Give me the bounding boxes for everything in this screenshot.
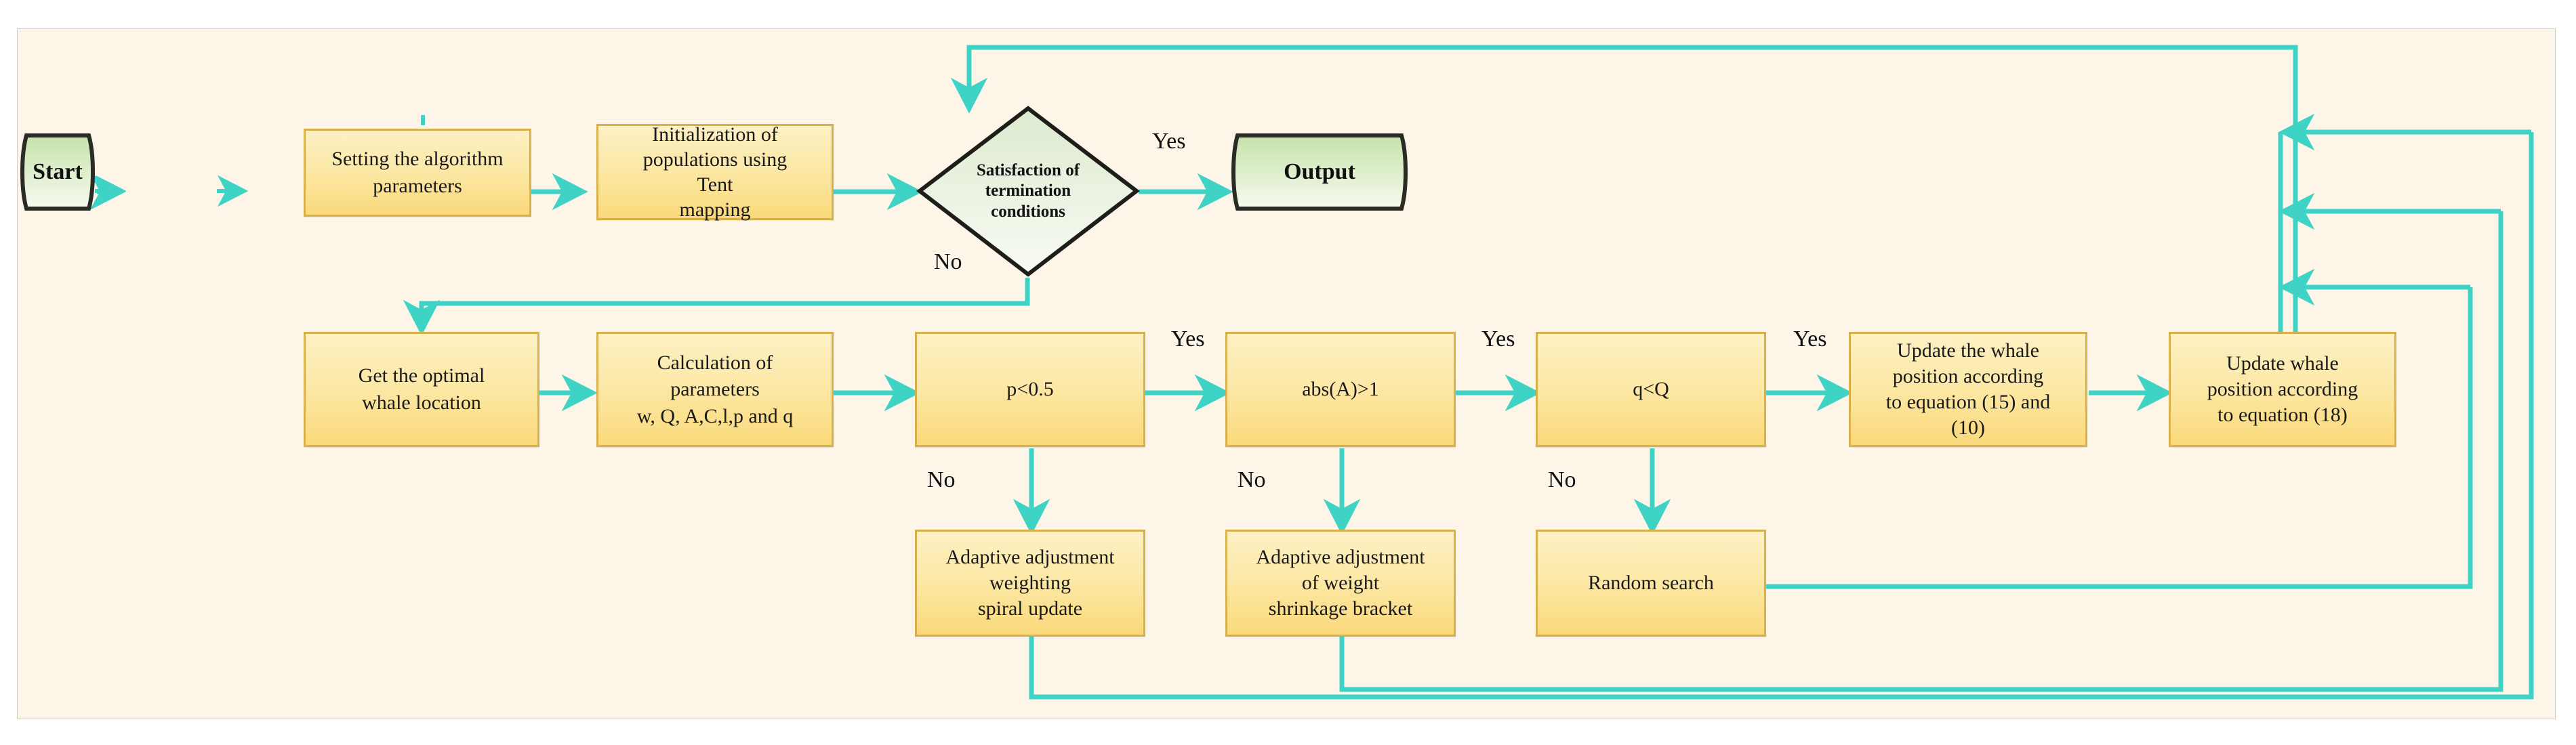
edge-randomsearch-to-rail <box>1745 287 2473 589</box>
node-start-label: Start <box>33 159 83 184</box>
edge-label-absa-yes: Yes <box>1481 326 1515 352</box>
node-q-lt-Q[interactable]: q<Q <box>1536 332 1766 447</box>
node-start[interactable]: Start <box>17 131 98 213</box>
node-set-params-label: Setting the algorithm parameters <box>331 148 504 197</box>
node-q-lt-Q-label: q<Q <box>1633 378 1669 401</box>
node-termination[interactable]: Satisfaction of termination conditions <box>916 105 1140 278</box>
node-calc-params-label: Calculation of parameters w, Q, A,C,l,p … <box>636 351 794 427</box>
node-set-params[interactable]: Setting the algorithm parameters <box>304 129 531 217</box>
node-optimal-whale[interactable]: Get the optimal whale location <box>304 332 539 447</box>
edge-adaptivespiral-to-rail <box>1029 132 2534 700</box>
node-init-pop-label: Initialization of populations using Tent… <box>642 123 788 221</box>
node-termination-label: Satisfaction of termination conditions <box>976 161 1080 221</box>
edge-label-p-no: No <box>927 467 956 492</box>
node-update-18[interactable]: Update whale position according to equat… <box>2169 332 2396 447</box>
node-adaptive-spiral-label: Adaptive adjustment weighting spiral upd… <box>945 546 1115 620</box>
edge-label-p-yes: Yes <box>1171 326 1205 352</box>
termination-shape <box>916 106 1140 277</box>
node-adaptive-shrink[interactable]: Adaptive adjustment of weight shrinkage … <box>1225 530 1456 637</box>
edge-update18-to-termination-loop <box>950 45 2298 333</box>
edge-termination-no <box>403 278 1030 336</box>
node-update-18-label: Update whale position according to equat… <box>2207 352 2358 426</box>
node-p-lt-05[interactable]: p<0.5 <box>915 332 1145 447</box>
node-abs-a-gt-1[interactable]: abs(A)>1 <box>1225 332 1456 447</box>
edge-label-q-yes: Yes <box>1793 326 1827 352</box>
node-output-label: Output <box>1284 159 1355 184</box>
edge-label-absa-no: No <box>1238 467 1266 492</box>
node-output[interactable]: Output <box>1228 131 1411 213</box>
node-adaptive-shrink-label: Adaptive adjustment of weight shrinkage … <box>1256 546 1425 620</box>
edge-label-termination-no: No <box>934 249 962 274</box>
node-random-search-label: Random search <box>1588 572 1714 595</box>
node-abs-a-gt-1-label: abs(A)>1 <box>1302 378 1379 401</box>
node-calc-params[interactable]: Calculation of parameters w, Q, A,C,l,p … <box>596 332 834 447</box>
node-random-search[interactable]: Random search <box>1536 530 1766 637</box>
node-optimal-whale-label: Get the optimal whale location <box>358 364 485 414</box>
edge-label-q-no: No <box>1548 467 1576 492</box>
edge-adaptiveshrink-to-rail <box>1339 211 2503 692</box>
node-init-pop[interactable]: Initialization of populations using Tent… <box>596 123 834 221</box>
edge-label-termination-yes: Yes <box>1152 129 1186 154</box>
output-shape <box>1231 133 1408 211</box>
start-shape <box>20 133 95 211</box>
node-update-15-10[interactable]: Update the whale position according to e… <box>1849 332 2087 447</box>
node-adaptive-spiral[interactable]: Adaptive adjustment weighting spiral upd… <box>915 530 1145 637</box>
node-p-lt-05-label: p<0.5 <box>1006 378 1054 401</box>
node-update-15-10-label: Update the whale position according to e… <box>1885 339 2051 439</box>
